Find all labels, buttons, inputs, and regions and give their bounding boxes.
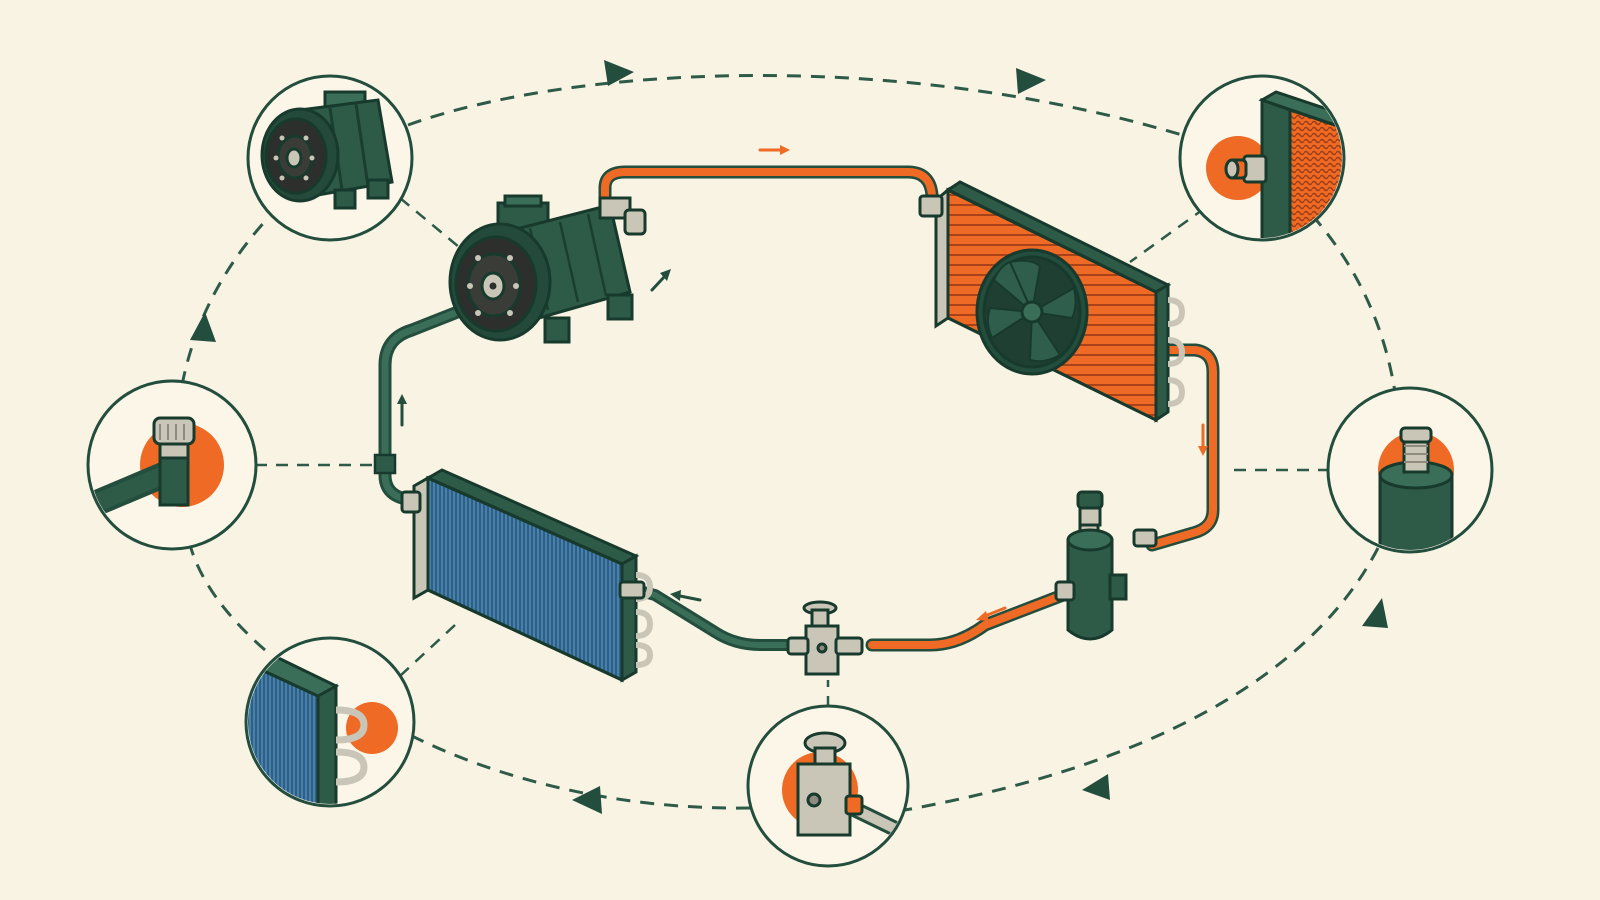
expansion-valve-icon <box>786 600 864 676</box>
flow-arrow-suction <box>397 394 407 427</box>
outer-path-right-upper <box>1310 214 1397 393</box>
expansion-valve <box>786 600 864 676</box>
flow-arrow-compressor-out <box>650 269 671 292</box>
service-port-icon <box>373 453 397 475</box>
outer-arrow-3 <box>1362 598 1388 628</box>
compressor-detail <box>246 74 414 242</box>
service-port <box>373 453 397 475</box>
flow-arrow-liquid <box>1198 423 1208 456</box>
receiver-drier-detail <box>1326 386 1494 554</box>
outer-path-left-upper <box>180 216 270 386</box>
flow-arrow-low-pressure <box>670 590 702 602</box>
flow-arrow-liquid-lower <box>976 606 1007 621</box>
refrigerant-lines <box>378 165 1220 652</box>
outer-arrow-5 <box>572 786 602 814</box>
outer-arrow-6 <box>190 312 216 342</box>
compressor <box>448 194 647 344</box>
condenser-fan-icon <box>918 180 1186 423</box>
outer-arrow-2 <box>1016 68 1046 94</box>
evaporator <box>400 468 654 683</box>
outer-path-top <box>407 73 1183 137</box>
compressor-icon <box>260 90 394 210</box>
service-port-detail <box>86 379 258 551</box>
leader-evaporator <box>399 624 456 677</box>
evaporator-coil-icon <box>400 468 654 683</box>
evaporator-detail <box>244 636 416 808</box>
service-port-icon <box>90 416 224 518</box>
outer-path-bottom <box>409 733 751 810</box>
leader-condenser <box>1129 206 1206 264</box>
discharge-line <box>598 165 939 212</box>
leader-lines <box>255 197 1330 708</box>
receiver-drier-icon <box>1378 426 1454 550</box>
condenser-detail <box>1178 74 1346 242</box>
outer-path-left-lower <box>188 544 266 652</box>
outer-arrow-4 <box>1082 774 1110 800</box>
outer-cycle-path <box>180 73 1397 812</box>
flow-arrows <box>397 145 1208 621</box>
condenser <box>918 180 1186 423</box>
receiver-drier-icon <box>1054 490 1158 641</box>
flow-arrow-discharge <box>758 145 790 155</box>
expansion-valve-icon <box>782 731 906 844</box>
compressor-icon <box>448 194 647 344</box>
outer-cycle-arrows <box>190 60 1388 814</box>
leader-compressor <box>399 197 466 253</box>
receiver-drier <box>1054 490 1158 641</box>
outer-arrow-1 <box>604 60 634 86</box>
outer-path-right-lower <box>904 547 1380 812</box>
expansion-valve-detail <box>746 704 910 868</box>
